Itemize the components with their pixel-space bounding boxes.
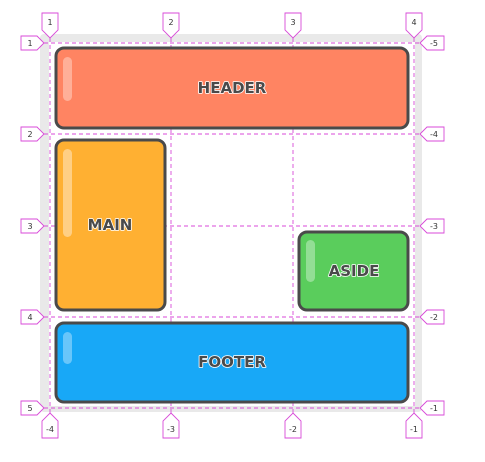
row-tag-right-1: -5 — [419, 35, 445, 51]
row-tag-right-2: -4 — [419, 126, 445, 142]
row-tag-right-3: -3 — [419, 218, 445, 234]
row-tag-left-4: 4 — [20, 309, 45, 325]
row-tag-left-5-label: 5 — [27, 404, 32, 413]
row-tag-left-4-label: 4 — [27, 313, 32, 322]
column-tag-top-1-label: 1 — [47, 18, 52, 27]
column-tag-top-3: 3 — [284, 12, 302, 39]
main-box — [54, 138, 167, 312]
row-tags-left: 1 2 3 4 5 — [20, 35, 45, 416]
main-label: MAIN — [88, 216, 133, 234]
footer-area: FOOTER — [54, 321, 410, 404]
column-tag-bottom-2: -3 — [162, 412, 180, 439]
column-tags-top: 1 2 3 4 — [41, 12, 423, 39]
aside-box — [297, 230, 410, 312]
footer-shine — [63, 332, 72, 364]
footer-box — [54, 321, 410, 404]
row-tag-left-3-label: 3 — [27, 222, 32, 231]
row-tag-left-5: 5 — [20, 400, 45, 416]
aside-area: ASIDE — [297, 230, 410, 312]
row-tag-left-2: 2 — [20, 126, 45, 142]
row-tag-right-3-label: -3 — [430, 222, 438, 231]
column-tag-top-1: 1 — [41, 12, 59, 39]
row-tag-right-2-label: -4 — [430, 130, 438, 139]
column-tag-bottom-4-label: -1 — [410, 425, 418, 434]
aside-shine — [306, 240, 315, 282]
row-tag-right-5: -1 — [419, 400, 445, 416]
row-tag-left-2-label: 2 — [27, 130, 32, 139]
row-tag-left-1: 1 — [20, 35, 45, 51]
row-tag-right-5-label: -1 — [430, 404, 438, 413]
column-tag-top-4-label: 4 — [411, 18, 416, 27]
column-tag-bottom-3: -2 — [284, 412, 302, 439]
header-shine — [63, 57, 72, 101]
column-tag-bottom-2-label: -3 — [167, 425, 175, 434]
row-tag-left-3: 3 — [20, 218, 45, 234]
row-tags-right: -5 -4 -3 -2 -1 — [419, 35, 445, 416]
column-tag-bottom-4: -1 — [405, 412, 423, 439]
column-tag-bottom-1: -4 — [41, 412, 59, 439]
row-tag-right-1-label: -5 — [430, 39, 438, 48]
header-label: HEADER — [198, 79, 267, 97]
header-box — [54, 46, 410, 130]
aside-label: ASIDE — [329, 262, 380, 280]
column-tag-top-2: 2 — [162, 12, 180, 39]
main-shine — [63, 149, 72, 237]
column-tag-top-2-label: 2 — [168, 18, 173, 27]
footer-label: FOOTER — [198, 353, 266, 371]
column-tags-bottom: -4 -3 -2 -1 — [41, 412, 423, 439]
column-tag-top-3-label: 3 — [290, 18, 295, 27]
main-area: MAIN — [54, 138, 167, 312]
column-tag-bottom-1-label: -4 — [46, 425, 54, 434]
row-tag-right-4: -2 — [419, 309, 445, 325]
row-tag-left-1-label: 1 — [27, 39, 32, 48]
column-tag-top-4: 4 — [405, 12, 423, 39]
header-area: HEADER — [54, 46, 410, 130]
row-tag-right-4-label: -2 — [430, 313, 438, 322]
column-tag-bottom-3-label: -2 — [289, 425, 297, 434]
